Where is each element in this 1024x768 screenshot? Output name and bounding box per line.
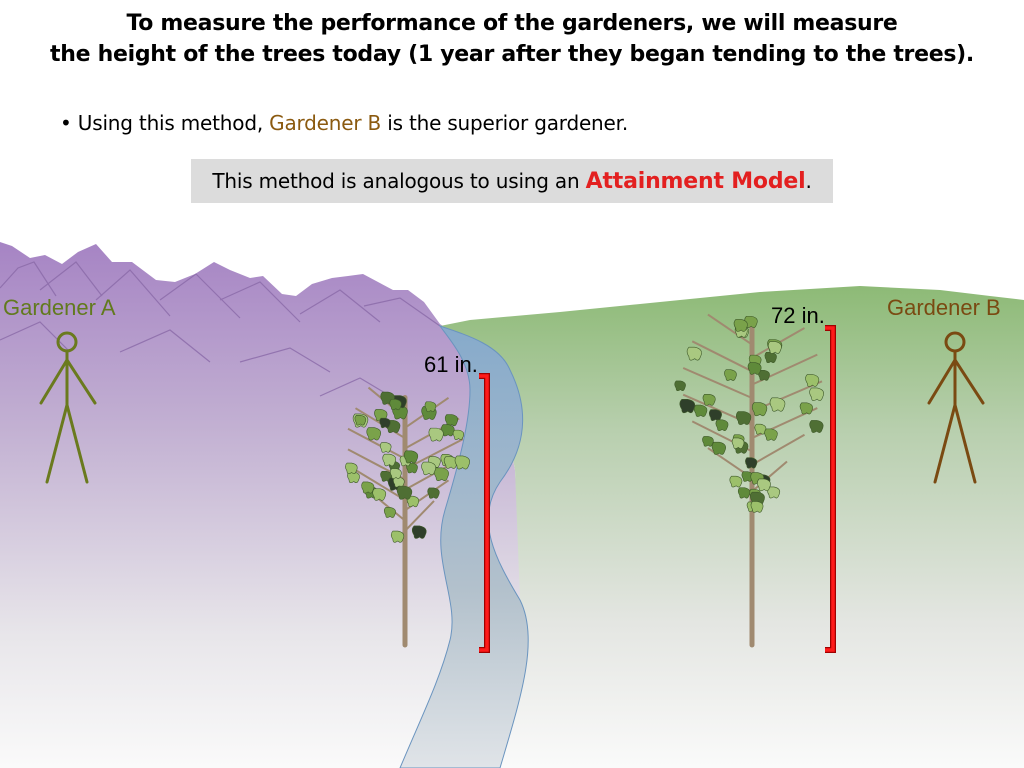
bullet-marker: • (60, 111, 72, 135)
tree-leaf (382, 453, 397, 467)
bullet-point: • Using this method, Gardener B is the s… (60, 111, 628, 135)
tree-leaf (736, 411, 752, 425)
tree-branch (354, 469, 406, 501)
tree-leaf (764, 428, 778, 441)
callout-highlight: Attainment Model (585, 169, 806, 194)
hill (440, 286, 1024, 768)
tree-leaf (809, 387, 824, 401)
tree-leaf (379, 417, 391, 429)
tree-leaf (390, 530, 405, 543)
bullet-suffix: is the superior gardener. (381, 111, 628, 135)
gardener-b-label: Gardener B (887, 295, 1001, 320)
tree-leaf (421, 461, 436, 476)
tree-leaf (372, 488, 387, 501)
tree-branch (707, 313, 753, 346)
gardener-a-figure (39, 331, 97, 484)
tree-leaf (809, 420, 824, 433)
tree-leaf (729, 475, 743, 488)
tree-leaf (764, 351, 777, 364)
tree-leaf (424, 401, 437, 412)
tree-leaf (433, 467, 449, 482)
callout-suffix: . (805, 169, 812, 193)
tree-leaf (747, 362, 762, 375)
callout-box: This method is analogous to using an Att… (191, 159, 833, 203)
tree-leaf (767, 486, 781, 499)
tree-leaf (679, 399, 696, 414)
tree-leaf (428, 427, 444, 442)
tree-b-height-label: 72 in. (771, 303, 825, 328)
tree-leaf (345, 462, 358, 475)
bullet-prefix: Using this method, (77, 111, 270, 135)
tree-leaf (444, 414, 459, 427)
tree-leaf (751, 402, 768, 417)
tree-leaf (733, 319, 748, 332)
tree-branch (404, 500, 435, 532)
tree-leaf (674, 380, 686, 392)
tree-leaf (767, 341, 782, 354)
callout-prefix: This method is analogous to using an (212, 169, 586, 193)
tree-leaf (702, 393, 716, 406)
tree-leaf (361, 481, 375, 494)
tree-leaf (731, 437, 745, 449)
gardener-a-label: Gardener A (3, 295, 116, 320)
tree-leaf (383, 507, 396, 518)
tree-leaf (805, 374, 820, 387)
tree-leaf (354, 415, 367, 426)
tree-branch (682, 367, 753, 399)
tree-leaf (427, 487, 440, 499)
height-bracket-a-inner (479, 374, 489, 652)
tree-leaf (708, 409, 722, 422)
title-line-1: To measure the performance of the garden… (126, 11, 898, 36)
tree-leaf (745, 457, 758, 469)
tree-leaf (389, 399, 402, 411)
tree-leaf (754, 423, 767, 435)
tree-leaf (389, 468, 402, 479)
tree-leaf (406, 495, 420, 508)
tree-leaf (715, 419, 729, 431)
tree-leaf (724, 369, 737, 381)
tree-leaf (396, 485, 413, 500)
gardener-b-figure (927, 331, 985, 484)
tree-leaf (750, 501, 764, 513)
tree-leaf (411, 525, 427, 539)
tree-a (345, 386, 470, 648)
tree-leaf (711, 441, 726, 455)
tree-b (674, 313, 824, 648)
tree-leaf (702, 436, 714, 447)
tree-leaf (693, 404, 708, 417)
bullet-highlight: Gardener B (269, 111, 382, 135)
tree-leaf (347, 471, 360, 484)
tree-branch (751, 460, 788, 493)
tree-leaf (686, 346, 702, 361)
height-bracket-b-inner (825, 326, 835, 652)
slide-title: To measure the performance of the garden… (0, 8, 1024, 70)
mountains (0, 242, 530, 768)
tree-leaf (769, 397, 786, 412)
tree-leaf (737, 487, 751, 499)
tree-leaf (366, 427, 381, 441)
tree-leaf (452, 429, 465, 440)
tree-leaf (454, 455, 470, 470)
title-line-2: the height of the trees today (1 year af… (50, 42, 974, 67)
tree-branch (691, 340, 753, 373)
tree-leaf (757, 478, 771, 492)
tree-leaf (441, 424, 455, 437)
tree-leaf (799, 402, 813, 415)
tree-a-height-label: 61 in. (424, 352, 478, 377)
tree-leaf (379, 442, 392, 453)
tree-branch (347, 427, 406, 460)
tree-branch (751, 433, 805, 466)
tree-leaf (403, 450, 419, 464)
